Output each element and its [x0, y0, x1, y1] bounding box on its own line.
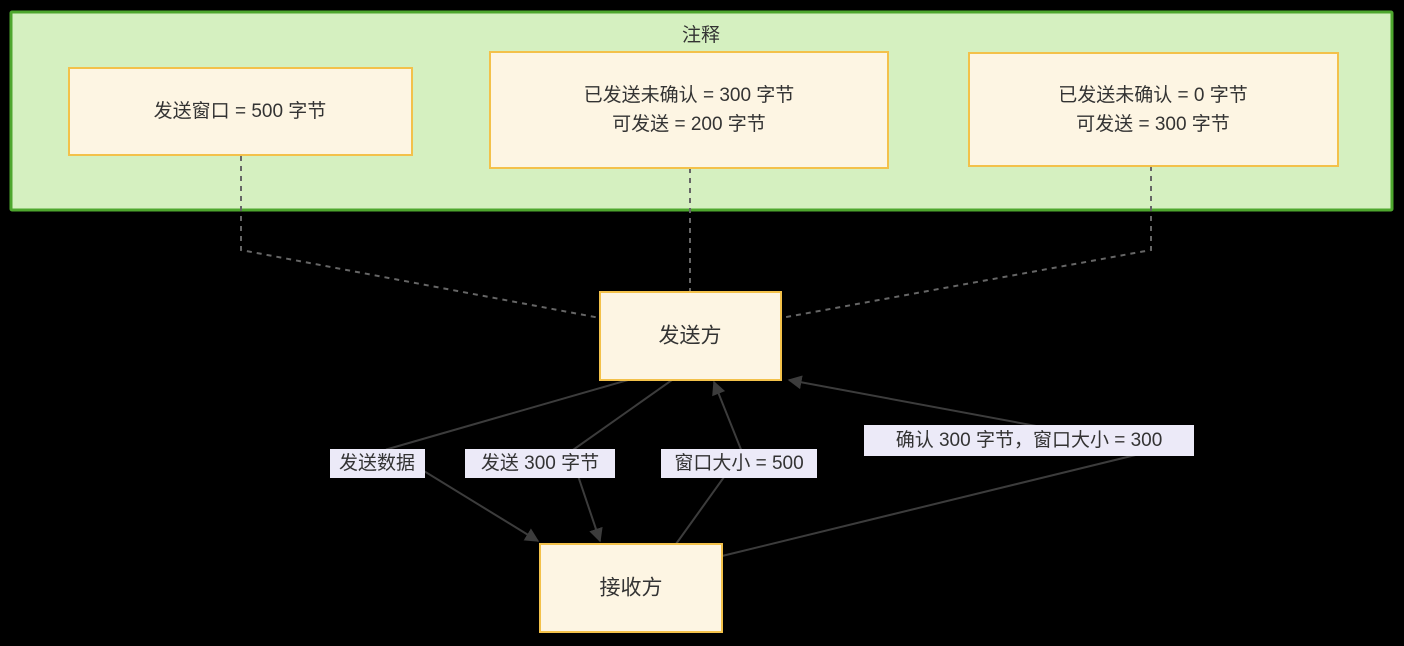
edge-label-ack-300-bg [864, 425, 1194, 456]
node-receiver-box[interactable] [539, 543, 723, 633]
note-sent-unacked-300: 已发送未确认 = 300 字节 可发送 = 200 字节 [489, 51, 889, 169]
note-send-window-line-1: 发送窗口 = 500 字节 [154, 100, 327, 122]
edge-label-send-300: 发送 300 字节 [465, 449, 615, 478]
note-sent-unacked-300-line-2: 可发送 = 200 字节 [612, 113, 766, 135]
node-sender[interactable]: 发送方 [599, 291, 782, 381]
edge-label-send-data-text: 发送数据 [339, 452, 415, 474]
edge-label-window-size-500-text: 窗口大小 = 500 [674, 452, 803, 474]
note-sent-unacked-300-box [489, 51, 889, 169]
dashed-connector-sent-unacked-0 [780, 166, 1152, 319]
note-sent-unacked-0: 已发送未确认 = 0 字节 可发送 = 300 字节 [968, 52, 1339, 167]
dashed-connector-send-window [240, 156, 601, 319]
note-sent-unacked-0-box [968, 52, 1339, 167]
note-sent-unacked-300-line-1: 已发送未确认 = 300 字节 [584, 84, 795, 106]
note-sent-unacked-0-line-1: 已发送未确认 = 0 字节 [1058, 84, 1248, 106]
node-sender-label: 发送方 [659, 325, 722, 348]
edge-label-ack-300: 确认 300 字节，窗口大小 = 300 [864, 425, 1194, 456]
edge-label-send-data-bg [330, 449, 425, 478]
edge-label-send-300-bg [465, 449, 615, 478]
note-send-window: 发送窗口 = 500 字节 [68, 67, 413, 156]
node-receiver[interactable]: 接收方 [539, 543, 723, 633]
note-sent-unacked-0-line-2: 可发送 = 300 字节 [1076, 113, 1230, 135]
edge-label-window-size-500-bg [661, 449, 817, 478]
edge-label-send-data: 发送数据 [330, 449, 425, 478]
edge-label-window-size-500: 窗口大小 = 500 [661, 449, 817, 478]
edge-label-send-300-text: 发送 300 字节 [481, 452, 599, 474]
annotation-group-title: 注释 [682, 24, 720, 46]
node-receiver-label: 接收方 [600, 577, 663, 600]
note-send-window-box [68, 67, 413, 156]
edge-label-ack-300-text: 确认 300 字节，窗口大小 = 300 [896, 429, 1163, 451]
node-sender-box[interactable] [599, 291, 782, 381]
